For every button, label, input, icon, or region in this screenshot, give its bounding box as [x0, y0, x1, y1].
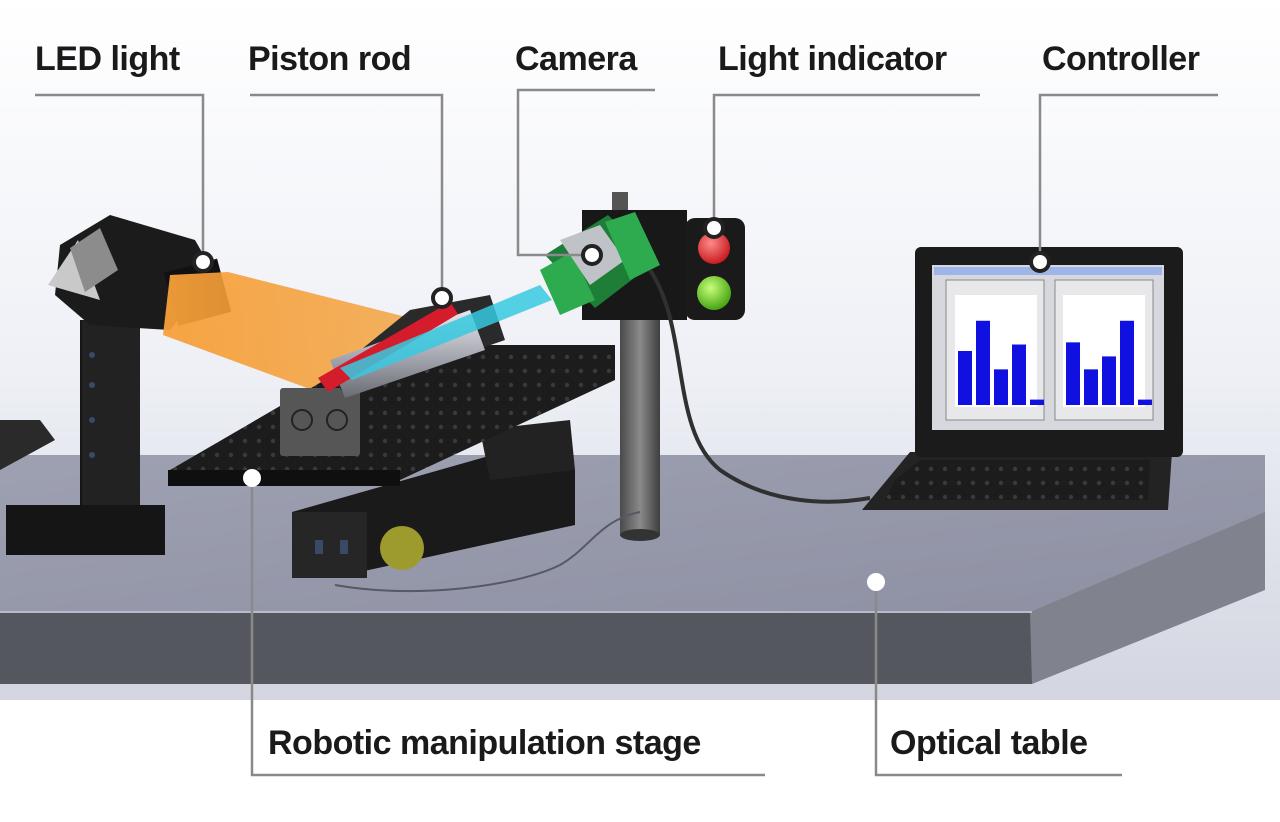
screen-bar	[976, 321, 990, 405]
screen-bar	[1120, 321, 1134, 405]
label-optical-table: Optical table	[890, 724, 1088, 763]
screen-bar	[1066, 342, 1080, 405]
label-piston-rod: Piston rod	[248, 40, 411, 79]
label-robotic-manipulation-stage: Robotic manipulation stage	[268, 724, 701, 763]
screen-bar	[1012, 345, 1026, 405]
screen-bar	[1138, 400, 1152, 405]
screen-bar	[958, 351, 972, 405]
screen-bar	[1084, 369, 1098, 405]
screen-bar	[1102, 356, 1116, 405]
label-led-light: LED light	[35, 40, 180, 79]
label-controller: Controller	[1042, 40, 1199, 79]
label-camera: Camera	[515, 40, 637, 79]
label-light-indicator: Light indicator	[718, 40, 947, 79]
screen-bar	[994, 369, 1008, 405]
screen-bar	[1030, 400, 1044, 405]
